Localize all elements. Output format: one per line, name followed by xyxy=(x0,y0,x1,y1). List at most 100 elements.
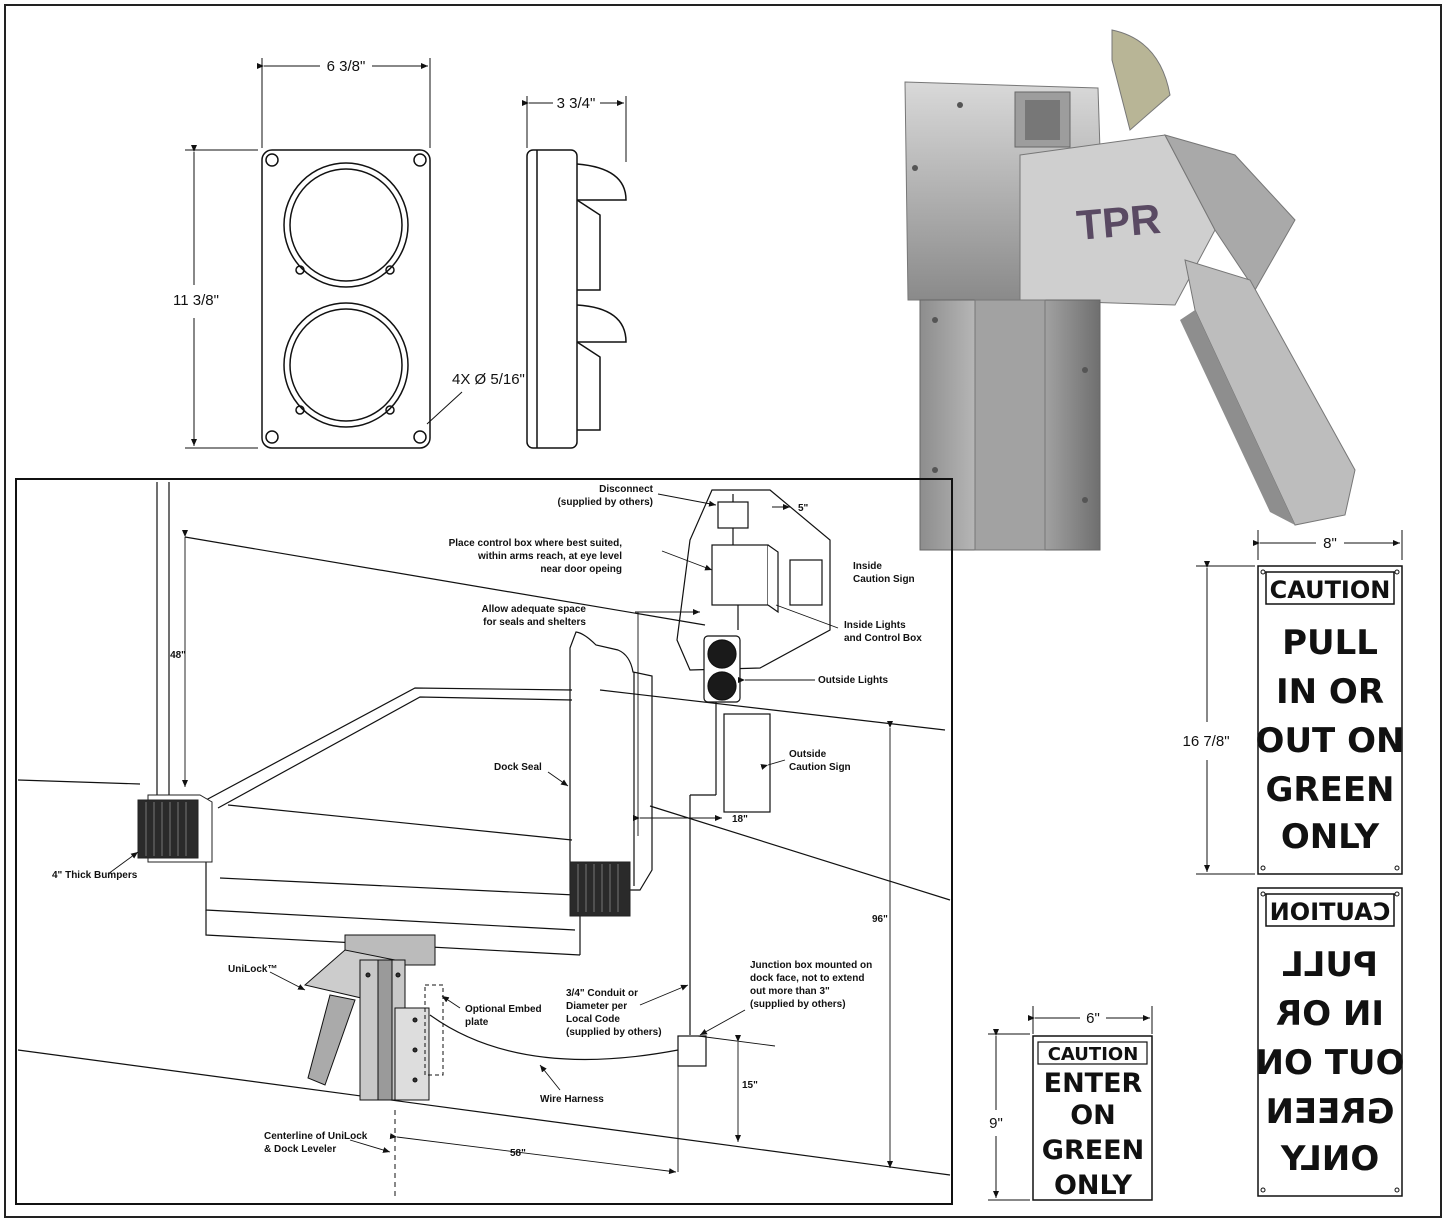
svg-text:Outside: Outside xyxy=(789,749,827,760)
caution-sign-large-line-1: PULL xyxy=(1282,623,1378,663)
svg-text:Diameter per: Diameter per xyxy=(566,1001,627,1012)
sign-large-width-dimension xyxy=(1253,530,1403,560)
inside-caution-sign-drawing xyxy=(789,559,823,606)
caution-sign-mirrored-line-5: ONLY xyxy=(1280,1139,1379,1179)
svg-text:Inside: Inside xyxy=(853,561,882,572)
callout-adequate-space: Allow adequate space for seals and shelt… xyxy=(482,604,587,628)
bumper-left xyxy=(137,794,213,863)
svg-text:(supplied by others): (supplied by others) xyxy=(750,999,846,1010)
svg-text:plate: plate xyxy=(465,1017,489,1028)
sign-small-height-label: 9" xyxy=(989,1115,1003,1132)
caution-sign-mirrored-line-1: PULL xyxy=(1282,945,1378,985)
caution-sign-small-line-1: ENTER xyxy=(1044,1068,1143,1099)
callout-outside-lights: Outside Lights xyxy=(818,675,888,686)
callout-wire-harness: Wire Harness xyxy=(540,1094,604,1105)
holes-label: 4X Ø 5/16" xyxy=(452,371,525,388)
caution-sign-large-line-5: ONLY xyxy=(1281,817,1380,857)
caution-sign-mirrored-line-3: OUT ON xyxy=(1256,1043,1405,1083)
caution-sign-small: CAUTION ENTER ON GREEN ONLY xyxy=(1032,1035,1153,1201)
light-width-dimension xyxy=(257,58,431,148)
junction-box xyxy=(677,1035,707,1067)
holes-leader xyxy=(426,391,463,425)
callout-disconnect: Disconnect (supplied by others) xyxy=(557,484,653,508)
light-depth-dimension xyxy=(522,96,627,162)
disconnect-box xyxy=(717,494,749,545)
caution-sign-small-line-2: ON xyxy=(1070,1100,1116,1131)
light-height-label: 11 3/8" xyxy=(173,292,219,309)
caution-sign-small-line-4: ONLY xyxy=(1054,1170,1133,1201)
page-frame xyxy=(4,4,1442,1218)
light-width-label: 6 3/8" xyxy=(327,58,366,75)
callout-centerline: Centerline of UniLock & Dock Leveler xyxy=(264,1131,368,1155)
callout-conduit: 3/4" Conduit or Diameter per Local Code … xyxy=(566,988,662,1038)
light-height-dimension xyxy=(185,145,258,449)
svg-text:out more than 3": out more than 3" xyxy=(750,986,830,997)
svg-text:Inside Lights: Inside Lights xyxy=(844,620,906,631)
caution-sign-small-header: CAUTION xyxy=(1048,1044,1139,1065)
callout-unilock: UniLock™ xyxy=(228,964,277,975)
svg-text:(supplied by others): (supplied by others) xyxy=(566,1027,662,1038)
callout-junction-box: Junction box mounted on dock face, not t… xyxy=(750,960,872,1010)
svg-text:near door opeing: near door opeing xyxy=(540,564,622,575)
dim-96-label: 96" xyxy=(872,914,888,925)
svg-text:Junction box mounted on: Junction box mounted on xyxy=(750,960,872,971)
svg-text:for seals and shelters: for seals and shelters xyxy=(483,617,586,628)
svg-text:Place control box where best s: Place control box where best suited, xyxy=(449,538,623,549)
sign-small-width-dimension xyxy=(1028,1006,1153,1034)
callout-embed-plate: Optional Embed plate xyxy=(465,1004,542,1028)
caution-sign-small-line-3: GREEN xyxy=(1042,1135,1144,1166)
dim-15-label: 15" xyxy=(742,1080,758,1091)
svg-text:dock face, not to extend: dock face, not to extend xyxy=(750,973,864,984)
callout-control-box: Place control box where best suited, wit… xyxy=(449,538,623,575)
caution-sign-mirrored: CAUTION PULL IN OR OUT ON GREEN ONLY xyxy=(1256,887,1405,1197)
callout-inside-lights: Inside Lights and Control Box xyxy=(844,620,922,644)
unilock-drawing xyxy=(303,934,444,1101)
bumper-right xyxy=(569,861,631,917)
sign-large-height-label: 16 7/8" xyxy=(1182,733,1229,750)
svg-text:Caution Sign: Caution Sign xyxy=(789,762,851,773)
svg-text:Centerline of UniLock: Centerline of UniLock xyxy=(264,1131,368,1142)
caution-sign-large-header: CAUTION xyxy=(1270,576,1391,604)
dimension-lines xyxy=(389,504,893,1175)
installation-drawing-box xyxy=(15,478,953,1205)
dim-58-label: 58" xyxy=(510,1148,526,1159)
callout-outside-caution: Outside Caution Sign xyxy=(789,749,851,773)
outside-lights-drawing xyxy=(689,635,741,1035)
dim-5-label: 5" xyxy=(798,503,809,514)
sign-large-height-dimension xyxy=(1196,561,1255,875)
svg-text:within arms reach, at eye leve: within arms reach, at eye level xyxy=(477,551,622,562)
caution-sign-mirrored-header: CAUTION xyxy=(1270,898,1391,926)
dim-18-label: 18" xyxy=(732,814,748,825)
svg-text:3/4" Conduit or: 3/4" Conduit or xyxy=(566,988,638,999)
light-side-view xyxy=(526,149,627,449)
svg-text:Allow adequate space: Allow adequate space xyxy=(482,604,587,615)
caution-sign-mirrored-line-2: IN OR xyxy=(1276,994,1384,1034)
dim-48-label: 48" xyxy=(170,650,186,661)
light-front-view xyxy=(261,149,431,449)
caution-sign-mirrored-line-4: GREEN xyxy=(1266,1092,1395,1132)
svg-text:Local Code: Local Code xyxy=(566,1014,620,1025)
control-box xyxy=(711,544,779,630)
callout-dock-seal: Dock Seal xyxy=(494,762,542,773)
light-depth-label: 3 3/4" xyxy=(557,95,596,112)
caution-sign-large-line-2: IN OR xyxy=(1276,672,1384,712)
callout-bumpers: 4" Thick Bumpers xyxy=(52,870,138,881)
svg-text:TPR: TPR xyxy=(1075,195,1163,249)
svg-text:(supplied by others): (supplied by others) xyxy=(557,497,653,508)
sign-large-width-label: 8" xyxy=(1323,535,1337,552)
sign-small-width-label: 6" xyxy=(1086,1010,1100,1027)
callout-inside-caution: Inside Caution Sign xyxy=(853,561,915,585)
svg-text:Disconnect: Disconnect xyxy=(599,484,654,495)
outside-caution-sign-drawing xyxy=(723,713,771,813)
caution-sign-large-line-3: OUT ON xyxy=(1256,721,1405,761)
caution-sign-large: CAUTION PULL IN OR OUT ON GREEN ONLY xyxy=(1256,565,1405,875)
caution-sign-large-line-4: GREEN xyxy=(1266,770,1395,810)
installation-linework xyxy=(17,482,951,1176)
svg-text:& Dock Leveler: & Dock Leveler xyxy=(264,1144,336,1155)
unilock-photo: TPR xyxy=(904,29,1356,551)
callout-leaders xyxy=(107,493,839,1153)
sign-small-height-dimension xyxy=(988,1029,1030,1201)
svg-text:Caution Sign: Caution Sign xyxy=(853,574,915,585)
svg-text:and Control Box: and Control Box xyxy=(844,633,922,644)
